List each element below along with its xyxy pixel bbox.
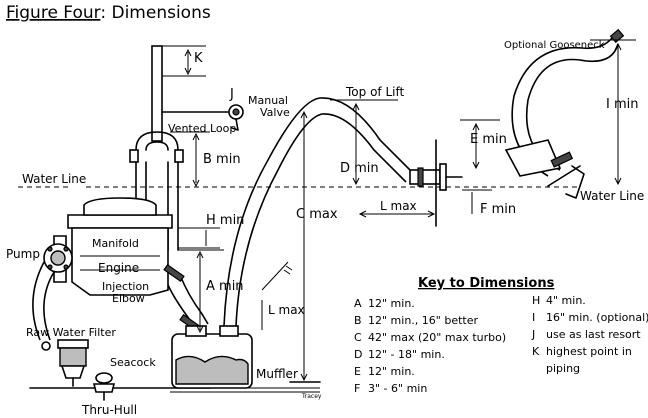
key-right-letter-0: H bbox=[532, 294, 540, 307]
key-left-letter-5: F bbox=[354, 382, 360, 395]
key-left-text-2: 42" max (20" max turbo) bbox=[368, 331, 506, 344]
key-left-letter-4: E bbox=[354, 365, 361, 378]
key-right-letter-1: I bbox=[532, 311, 535, 324]
dimension-k bbox=[162, 45, 206, 77]
key-left-text-4: 12" min. bbox=[368, 365, 415, 378]
key-right-letter-2: J bbox=[531, 328, 535, 341]
label-muffler: Muffler bbox=[256, 367, 298, 381]
label-b-min: B min bbox=[203, 152, 241, 167]
dimension-e bbox=[460, 119, 500, 170]
exhaust-hose-inner bbox=[235, 113, 407, 327]
optional-gooseneck bbox=[504, 28, 625, 199]
key-right-text-4: piping bbox=[546, 362, 580, 375]
label-pump: Pump bbox=[6, 247, 40, 261]
label-l-max-lower: L max bbox=[268, 303, 305, 317]
label-manual-valve-2: Valve bbox=[260, 106, 290, 119]
key-left-text-5: 3" - 6" min bbox=[368, 382, 427, 395]
dimension-b bbox=[170, 131, 210, 188]
label-water-line-left: Water Line bbox=[22, 172, 86, 186]
key-right-text-2: use as last resort bbox=[546, 328, 641, 341]
raw-water-filter bbox=[41, 339, 89, 379]
figure-title-rest: : Dimensions bbox=[100, 3, 210, 23]
dimension-l-upper bbox=[358, 210, 436, 218]
key-left-letter-2: C bbox=[354, 331, 362, 344]
key-left-text-1: 12" min., 16" better bbox=[368, 314, 478, 327]
riser-pipe bbox=[129, 45, 184, 251]
key-right-letter-3: K bbox=[532, 345, 540, 358]
key-right-text-3: highest point in bbox=[546, 345, 632, 358]
dimension-h bbox=[178, 227, 220, 249]
label-i-min: I min bbox=[606, 97, 638, 112]
waterlift-muffler bbox=[171, 325, 253, 389]
label-l-max-upper: L max bbox=[380, 199, 417, 213]
key-to-dimensions: Key to Dimensions A 12" min. B 12" min.,… bbox=[354, 276, 648, 395]
label-k: K bbox=[194, 51, 203, 66]
label-j: J bbox=[229, 87, 234, 102]
key-left-letter-3: D bbox=[354, 348, 362, 361]
label-seacock: Seacock bbox=[110, 356, 156, 369]
label-h-min: H min bbox=[206, 213, 244, 228]
label-raw-water-filter: Raw Water Filter bbox=[26, 326, 116, 339]
label-f-min: F min bbox=[480, 202, 516, 217]
exhaust-thru-hull bbox=[409, 139, 463, 227]
seacock bbox=[72, 372, 116, 401]
figure-label: Figure Four bbox=[6, 3, 101, 23]
key-left-letter-0: A bbox=[354, 297, 362, 310]
key-left-text-0: 12" min. bbox=[368, 297, 415, 310]
manual-valve bbox=[161, 104, 244, 131]
label-a-min: A min bbox=[206, 279, 244, 294]
raw-water-pump bbox=[43, 243, 73, 273]
key-left-text-3: 12" - 18" min. bbox=[368, 348, 445, 361]
dimension-c bbox=[300, 110, 308, 382]
dimension-a bbox=[178, 249, 224, 334]
label-manifold: Manifold bbox=[92, 237, 139, 250]
label-c-max: C max bbox=[296, 207, 338, 222]
label-signature: Tracey bbox=[301, 393, 322, 400]
label-optional-gooseneck: Optional Gooseneck bbox=[504, 40, 605, 51]
key-right-text-0: 4" min. bbox=[546, 294, 586, 307]
dimension-l-lower bbox=[261, 261, 293, 330]
label-vented-loop: Vented Loop bbox=[168, 122, 236, 135]
hose-clamp-2 bbox=[163, 263, 185, 283]
label-engine: Engine bbox=[98, 261, 139, 275]
label-water-line-right: Water Line bbox=[580, 189, 644, 203]
dimension-i bbox=[590, 39, 636, 186]
key-left-letter-1: B bbox=[354, 314, 362, 327]
label-injection-1: Injection bbox=[102, 280, 149, 293]
key-right-text-1: 16" min. (optional) bbox=[546, 311, 648, 324]
raw-water-hose bbox=[32, 261, 55, 341]
label-e-min: E min bbox=[470, 132, 507, 147]
label-thru-hull: Thru-Hull bbox=[81, 403, 137, 417]
label-d-min: D min bbox=[340, 161, 379, 176]
figure-title: Figure Four: Dimensions bbox=[6, 3, 211, 23]
dimension-f bbox=[462, 189, 492, 214]
label-injection-2: Elbow bbox=[112, 292, 145, 305]
label-manual-valve-1: Manual bbox=[248, 94, 288, 107]
dimension-d bbox=[330, 99, 398, 186]
exhaust-hose bbox=[223, 97, 413, 327]
key-title: Key to Dimensions bbox=[418, 276, 555, 291]
label-top-of-lift: Top of Lift bbox=[345, 85, 404, 99]
